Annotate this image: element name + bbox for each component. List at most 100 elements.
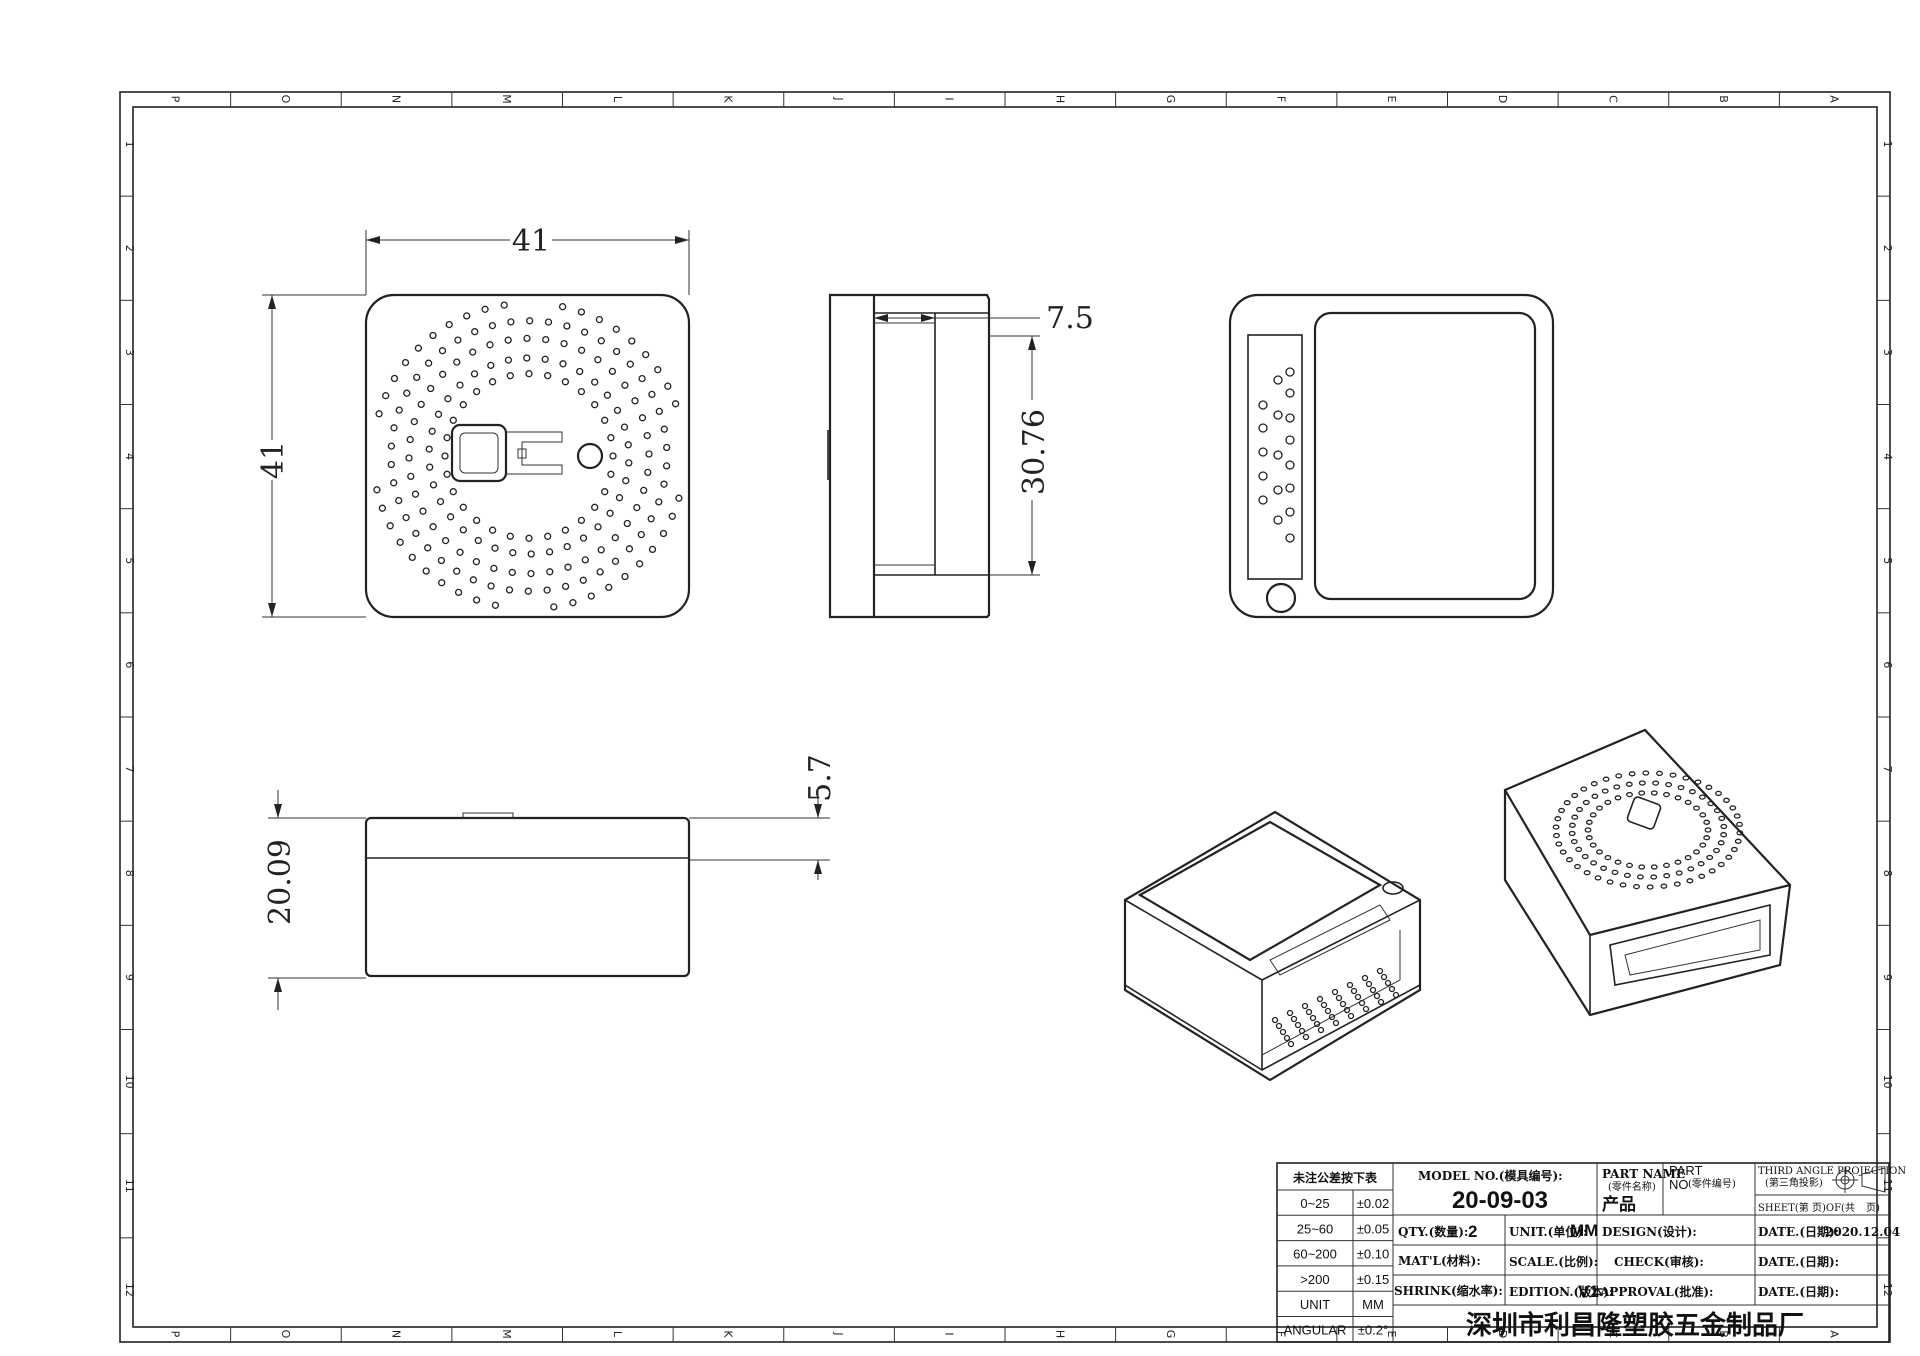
speaker-hole [640, 486, 648, 495]
speaker-hole [471, 328, 479, 336]
speaker-hole [1688, 789, 1696, 795]
speaker-hole [375, 410, 383, 418]
speaker-hole [577, 346, 586, 354]
connector-hole [1273, 375, 1283, 385]
speaker-hole [644, 468, 652, 477]
isometric-back-view [1123, 810, 1422, 1082]
speaker-hole [1638, 864, 1646, 870]
speaker-hole [1576, 806, 1583, 813]
zone-number: 7 [1881, 766, 1894, 773]
speaker-hole [581, 556, 589, 564]
speaker-hole [490, 564, 498, 573]
shrink-label: SHRINK(缩水率): [1394, 1283, 1503, 1298]
speaker-hole [595, 315, 604, 324]
zone-letter: M [500, 1329, 513, 1339]
grille-hole [1275, 1022, 1283, 1030]
speaker-hole [635, 560, 644, 568]
connector-hole [1258, 471, 1268, 481]
speaker-hole [1574, 863, 1581, 870]
speaker-hole [438, 579, 446, 587]
speaker-hole [1713, 847, 1720, 854]
grille-hole [1335, 994, 1343, 1002]
date1-label: DATE.(日期): [1758, 1224, 1839, 1239]
zone-letter: J [832, 1331, 845, 1335]
speaker-hole [1596, 805, 1603, 811]
speaker-hole [1614, 859, 1622, 865]
speaker-hole [459, 526, 467, 534]
grille-hole [1309, 1014, 1317, 1022]
speaker-hole [523, 354, 531, 362]
zone-number: 1 [1881, 141, 1894, 148]
speaker-hole [579, 576, 587, 584]
speaker-hole [1694, 779, 1702, 785]
dimension-elevation-height: 20.09 [263, 790, 366, 1010]
speaker-hole [413, 373, 421, 382]
speaker-hole [563, 542, 571, 551]
speaker-hole [429, 331, 437, 340]
speaker-hole [429, 481, 438, 489]
part-no-sublabel: (零件编号) [1688, 1177, 1736, 1190]
qty-label: QTY.(数量): [1398, 1224, 1468, 1239]
speaker-hole [1552, 824, 1560, 830]
front-width-label: 41 [512, 224, 550, 259]
zone-number: 5 [1881, 557, 1894, 564]
grille-hole [1320, 1001, 1328, 1009]
speaker-hole [449, 488, 457, 496]
zone-number: 1 [123, 141, 136, 148]
grille-hole [1384, 979, 1392, 987]
speaker-hole [1684, 854, 1692, 861]
speaker-hole [655, 407, 663, 416]
speaker-hole [645, 450, 653, 458]
speaker-hole [587, 592, 595, 600]
speaker-hole [1626, 862, 1633, 869]
speaker-hole [403, 389, 411, 397]
speaker-hole [1638, 790, 1646, 796]
speaker-hole [609, 452, 617, 460]
speaker-hole [509, 549, 517, 557]
speaker-hole [1677, 784, 1685, 791]
speaker-hole [1717, 861, 1725, 868]
speaker-hole [390, 424, 398, 432]
speaker-hole [638, 374, 646, 383]
speaker-hole [1581, 853, 1589, 860]
zone-letter: G [1164, 95, 1177, 104]
speaker-hole [580, 328, 589, 336]
grille-hole [1392, 991, 1400, 999]
sheet-label: SHEET(第 [1758, 1201, 1809, 1214]
speaker-hole [1613, 784, 1621, 790]
grille-hole [1376, 967, 1384, 975]
speaker-hole [612, 347, 621, 356]
speaker-hole [613, 406, 622, 415]
speaker-hole [523, 334, 531, 343]
speaker-hole [1575, 846, 1583, 853]
title-block: 未注公差按下表 0~25±0.0225~60±0.0560~200±0.10>2… [1276, 1162, 1906, 1343]
zone-number: 2 [123, 245, 136, 252]
third-angle-projection-icon [1832, 1167, 1886, 1193]
side-depth-label: 7.5 [1046, 301, 1094, 336]
speaker-hole [1591, 793, 1599, 799]
grille-hole [1361, 974, 1369, 982]
speaker-hole [671, 400, 680, 408]
speaker-hole [597, 337, 605, 345]
grille-hole [1369, 986, 1377, 994]
speaker-hole [470, 370, 479, 378]
zone-letter: C [1606, 95, 1619, 103]
speaker-hole [1663, 873, 1671, 879]
speaker-hole [543, 586, 551, 594]
date2-label: DATE.(日期): [1758, 1254, 1839, 1269]
zone-number: 2 [1881, 245, 1894, 252]
dimension-side-height: 30.76 [989, 335, 1052, 576]
grille-hole [1287, 1040, 1295, 1048]
speaker-hole [1708, 868, 1716, 874]
speaker-hole [1615, 773, 1623, 779]
part-name-value: 产品 [1602, 1194, 1636, 1214]
speaker-hole [559, 360, 567, 368]
zone-letter: I [943, 1332, 956, 1335]
speaker-hole [412, 529, 420, 538]
zone-letter: L [611, 96, 624, 103]
part-name-label: PART NAME [1602, 1167, 1685, 1181]
speaker-hole [544, 532, 552, 540]
elevation-lip-label: 5.7 [803, 754, 838, 802]
